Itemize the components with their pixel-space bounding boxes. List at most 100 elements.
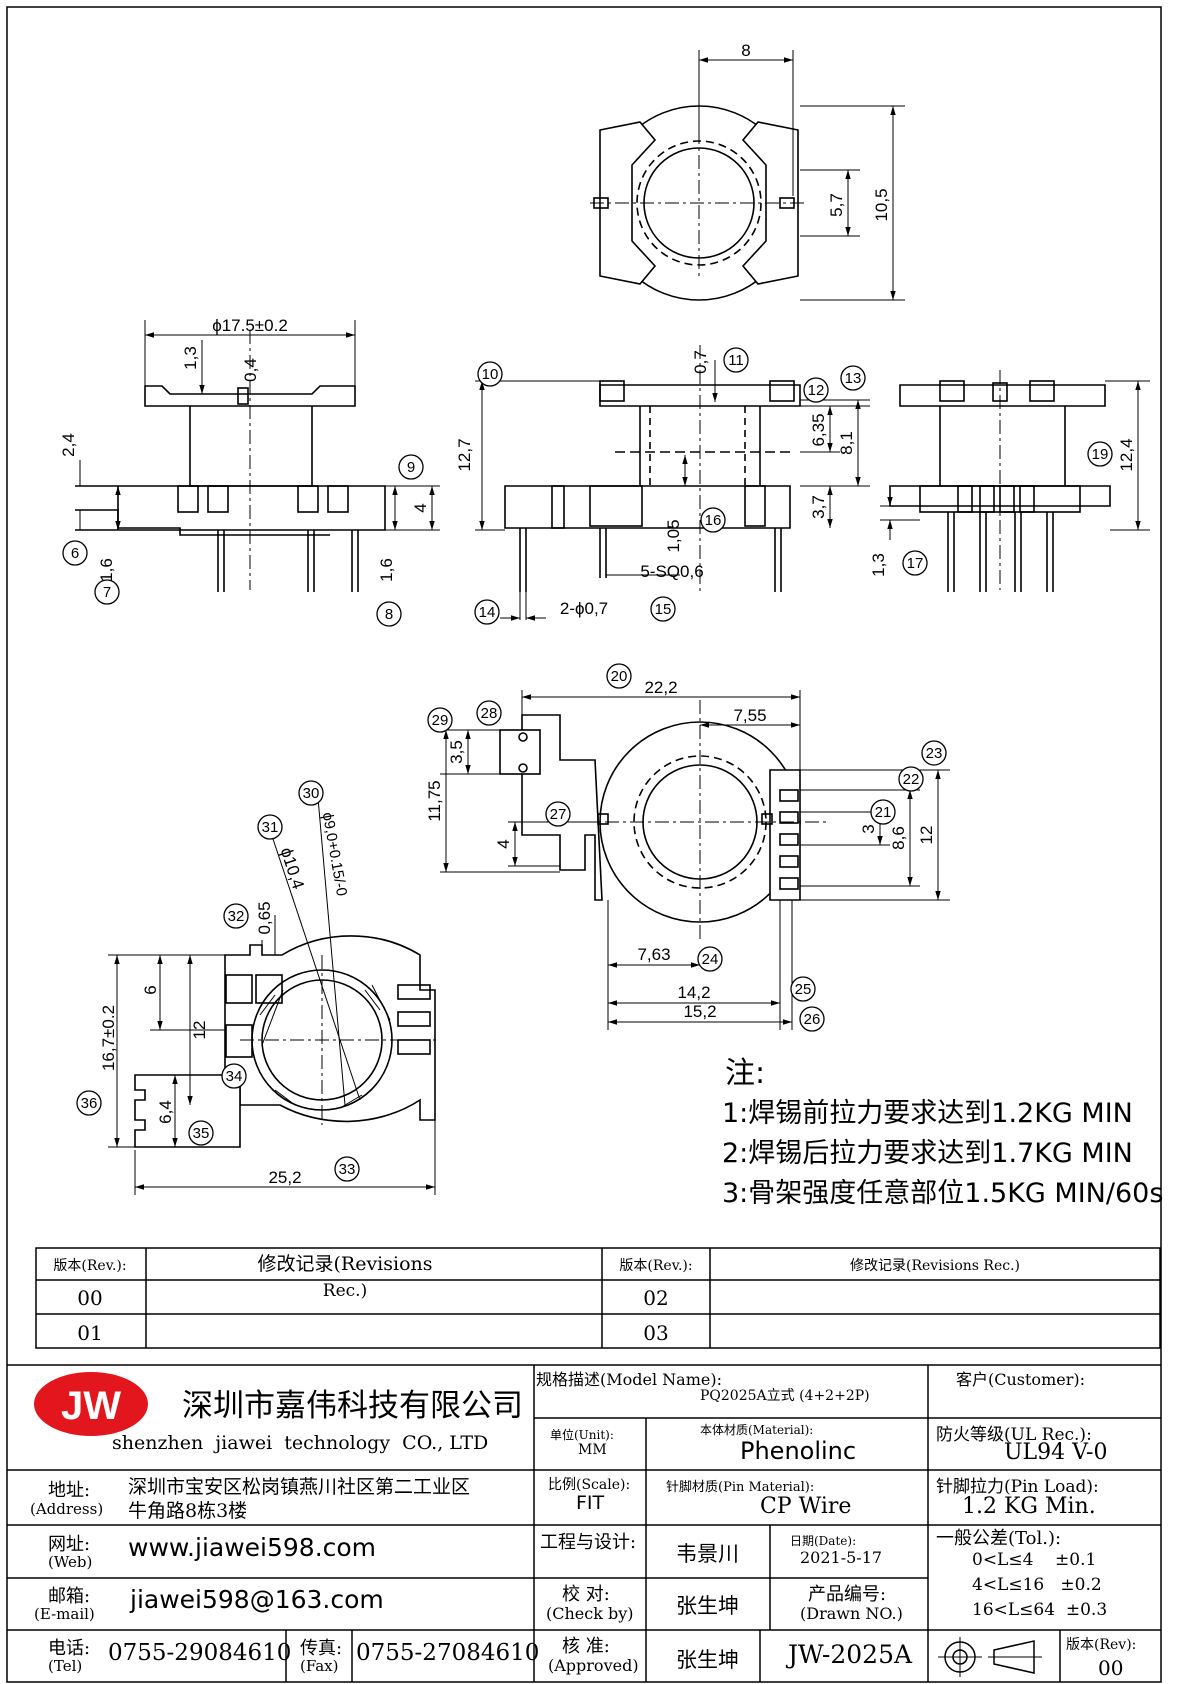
bottom-left-view	[108, 797, 440, 1195]
ul-value: UL94 V-0	[1004, 1440, 1108, 1465]
front-view-middle	[475, 345, 870, 621]
model-value: PQ2025A立式 (4+2+2P)	[700, 1388, 870, 1404]
balloon-circle	[188, 1120, 214, 1146]
balloon-label: 29	[432, 712, 449, 729]
unit-value: MM	[578, 1442, 607, 1458]
tel-label: 电话:	[48, 1638, 91, 1659]
balloon-circle	[902, 550, 928, 576]
balloon-label: 25	[795, 981, 812, 998]
dim-2-4: 2,4	[59, 433, 78, 457]
balloon-circle	[606, 663, 632, 689]
dim-22-2: 22,2	[644, 678, 677, 697]
side-view-right	[880, 370, 1150, 592]
dim-1-6a: 1,6	[97, 558, 116, 582]
balloon-label: 19	[1092, 446, 1109, 463]
model-label: 规格描述(Model Name):	[536, 1370, 722, 1389]
dim-1-05: 1,05	[664, 519, 683, 552]
balloon-label: 24	[702, 951, 719, 968]
balloon-circle	[223, 903, 249, 929]
dim-6: 6	[141, 985, 160, 994]
dim-12b: 12	[190, 1021, 209, 1040]
tolerance-row-3: 16<L≤64 ±0.3	[972, 1600, 1108, 1620]
dim-0-4: 0,4	[241, 358, 260, 382]
rev-records-header-right: 修改记录(Revisions Rec.)	[850, 1258, 1020, 1274]
dim-7-55: 7,55	[733, 706, 766, 725]
dim-6-35: 6,35	[809, 413, 828, 446]
approve-label: 核 准:	[562, 1636, 610, 1657]
pin-load-label: 针脚拉力(Pin Load):	[936, 1477, 1099, 1497]
balloon-label: 12	[808, 382, 825, 399]
email-label: 邮箱:	[48, 1586, 91, 1607]
balloon-circle	[298, 780, 324, 806]
unit-label: 单位(Unit):	[550, 1428, 614, 1442]
dim-top-h1: 5,7	[827, 193, 846, 217]
dim-3-7: 3,7	[809, 495, 828, 519]
tel-value: 0755-29084610	[108, 1640, 292, 1666]
balloon-circle	[257, 814, 283, 840]
balloon-circle	[376, 601, 402, 627]
fax-value: 0755-27084610	[356, 1640, 540, 1666]
drawing-number: JW-2025A	[788, 1640, 913, 1669]
address-line1: 深圳市宝安区松岗镇燕川社区第二工业区	[128, 1476, 471, 1498]
rev-records-header-left-a: 修改记录(Revisions	[257, 1253, 432, 1275]
material-value: Phenolinc	[740, 1437, 857, 1465]
dim-sq: 5-SQ0,6	[640, 562, 703, 581]
balloon-label: 13	[845, 370, 862, 387]
email-label-en: (E-mail)	[34, 1605, 95, 1623]
dim-4b: 4	[494, 839, 513, 848]
balloon-circle	[803, 377, 829, 403]
address-line2: 牛角路8栋3楼	[128, 1500, 248, 1522]
dim-0-65: 0,65	[255, 901, 274, 934]
balloon-circle	[474, 599, 500, 625]
approver-name: 张生坤	[676, 1648, 739, 1672]
balloon-label: 32	[228, 908, 245, 925]
dim-1-3: 1,3	[181, 346, 200, 370]
dim-4: 4	[411, 503, 430, 512]
web-label-en: (Web)	[48, 1553, 93, 1571]
dim-1-6b: 1,6	[377, 558, 396, 582]
balloon-label: 27	[550, 806, 567, 823]
balloon-label: 15	[655, 601, 672, 618]
balloon-label: 26	[804, 1011, 821, 1028]
balloon-label: 34	[226, 1068, 243, 1085]
balloon-label: 28	[481, 705, 498, 722]
balloon-label: 17	[907, 555, 924, 572]
scale-value: FIT	[576, 1492, 605, 1514]
dim-diam-outer: ϕ17.5±0.2	[212, 316, 288, 335]
dim-6-4: 6,4	[156, 1100, 175, 1124]
dim-top-h2: 10,5	[872, 188, 891, 221]
balloon-circle	[898, 766, 924, 792]
balloon-label: 14	[479, 604, 496, 621]
fax-label-en: (Fax)	[300, 1657, 339, 1675]
balloon-label: 6	[71, 545, 79, 562]
drawn-label-en: (Drawn NO.)	[800, 1604, 903, 1623]
dim-top-width: 8	[741, 41, 750, 60]
balloon-label: 9	[407, 459, 415, 476]
dim-8-6: 8,6	[889, 826, 908, 850]
dim-11-75: 11,75	[425, 780, 444, 821]
rev-records-header-left-b: Rec.)	[323, 1281, 367, 1301]
bottom-view	[440, 690, 950, 1030]
top-view	[590, 50, 905, 301]
design-label: 工程与设计:	[540, 1532, 637, 1553]
dim-12-4: 12,4	[1117, 438, 1136, 471]
dim-14-2: 14,2	[677, 983, 710, 1002]
page-border	[6, 6, 1162, 1683]
dim-12: 12	[917, 826, 936, 845]
balloon-circle	[723, 347, 749, 373]
company-logo: JW	[34, 1372, 148, 1436]
balloon-label: 31	[262, 819, 279, 836]
rev-header-left: 版本(Rev.):	[53, 1258, 126, 1274]
dim-7-63: 7,63	[637, 945, 670, 964]
dim-phi10-4: ϕ10,4	[277, 845, 308, 891]
dim-3-5: 3,5	[447, 740, 466, 764]
tolerance-row-1: 0<L≤4 ±0.1	[972, 1550, 1097, 1570]
rev-row-01: 01	[77, 1321, 102, 1345]
balloon-label: 21	[875, 804, 892, 821]
balloon-label: 36	[81, 1095, 98, 1112]
date-label: 日期(Date):	[790, 1534, 857, 1548]
balloon-circle	[870, 799, 896, 825]
tel-label-en: (Tel)	[48, 1657, 83, 1675]
